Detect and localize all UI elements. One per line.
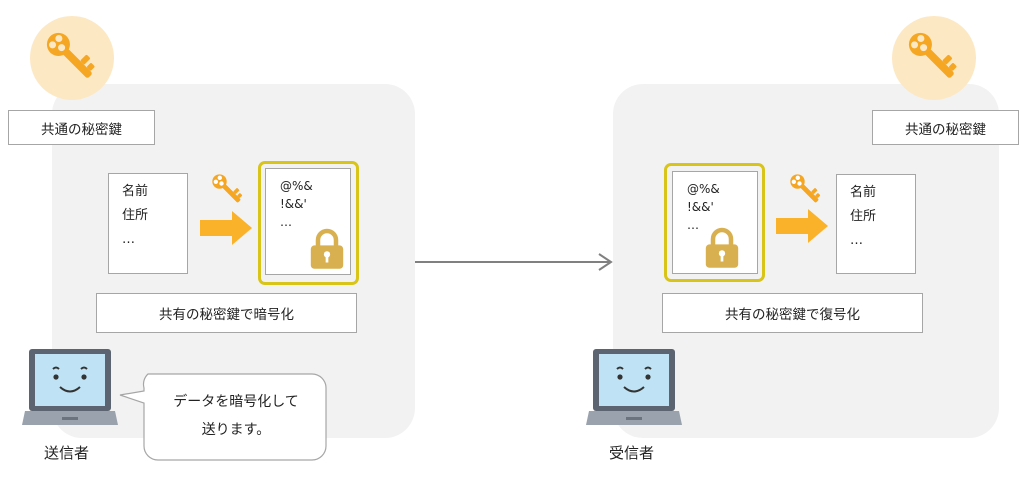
speech-bubble-text: データを暗号化して 送ります。 xyxy=(146,388,326,444)
lock-icon xyxy=(309,228,345,270)
sender-plain-document: 名前 住所 … xyxy=(108,173,188,274)
decrypt-action-text: 共有の秘密鍵で復号化 xyxy=(725,307,860,323)
plain-line-name: 名前 xyxy=(122,184,149,199)
cipher-line-2: !&&' xyxy=(280,197,307,211)
sender-key-label-text: 共通の秘密鍵 xyxy=(41,121,122,138)
cipher-line-2: !&&' xyxy=(687,200,714,214)
key-icon xyxy=(902,26,966,90)
encrypt-action-text: 共有の秘密鍵で暗号化 xyxy=(159,307,294,323)
key-icon xyxy=(208,170,248,210)
cipher-line-3: … xyxy=(687,218,699,232)
sender-caption: 送信者 xyxy=(44,444,90,462)
lock-icon xyxy=(704,227,740,269)
cipher-line-1: @%& xyxy=(687,182,720,196)
speech-line-2: 送ります。 xyxy=(201,422,271,438)
plain-line-ellipsis: … xyxy=(850,233,863,248)
receiver-key-label-text: 共通の秘密鍵 xyxy=(905,121,986,138)
receiver-plain-document: 名前 住所 … xyxy=(836,174,916,274)
laptop-icon xyxy=(22,347,118,429)
plain-line-ellipsis: … xyxy=(122,232,135,247)
right-arrow-icon xyxy=(200,211,252,245)
plain-line-address: 住所 xyxy=(850,209,877,224)
cipher-line-3: … xyxy=(280,215,292,229)
key-icon xyxy=(40,26,104,90)
receiver-encrypted-highlight xyxy=(664,163,765,282)
right-arrow-icon xyxy=(776,209,828,243)
transfer-arrow xyxy=(415,253,613,271)
key-icon xyxy=(786,170,826,210)
receiver-key-badge xyxy=(892,16,976,100)
plain-line-name: 名前 xyxy=(850,185,877,200)
sender-encrypted-document: @%& !&&' … xyxy=(265,168,351,275)
sender-encrypted-highlight xyxy=(258,161,359,285)
receiver-action-label: 共有の秘密鍵で復号化 xyxy=(662,293,923,333)
speech-bubble xyxy=(119,373,327,461)
speech-line-1: データを暗号化して xyxy=(173,394,299,410)
plain-line-address: 住所 xyxy=(122,208,149,223)
sender-action-label: 共有の秘密鍵で暗号化 xyxy=(96,293,357,333)
cipher-line-1: @%& xyxy=(280,179,313,193)
receiver-caption: 受信者 xyxy=(609,444,655,462)
laptop-icon xyxy=(586,347,682,429)
receiver-key-label: 共通の秘密鍵 xyxy=(872,110,1019,145)
sender-key-badge xyxy=(30,16,114,100)
sender-key-label: 共通の秘密鍵 xyxy=(8,110,155,145)
